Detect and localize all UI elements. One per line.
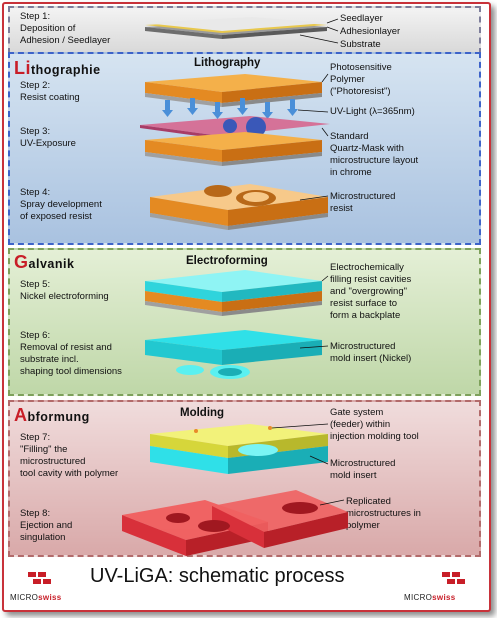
section-galvanik: Galvanik [14,252,74,273]
step3-label: Step 3: UV-Exposure [20,126,76,149]
electroforming-note: Electrochemically filling resist cavitie… [330,262,412,321]
mold-insert-note: Microstructured mold insert (Nickel) [330,341,412,364]
section-letter-a: A [14,405,28,425]
photoresist-note: Photosensitive Polymer ("Photoresist") [330,62,392,97]
step5-label: Step 5: Nickel electroforming [20,279,109,302]
replicated-note: Replicated microstructures in polymer [346,496,421,531]
figure-title: UV-LiGA: schematic process [90,565,345,587]
logo-text-left: MICROswiss [10,593,61,602]
section-abformung: Abformung [14,405,90,426]
adhesionlayer-label: Adhesionlayer [340,26,401,37]
logo-mark-left [28,572,51,584]
step7-label: Step 7: "Filling" the microstructured to… [20,432,119,479]
substrate-label: Substrate [340,39,381,50]
logo-left-b: swiss [38,593,62,602]
section-lithographie: Lithographie [14,58,101,79]
step6-label: Step 6: Removal of resist and substrate … [20,330,122,377]
logo-right-b: swiss [432,593,456,602]
step8-label: Step 8: Ejection and singulation [20,508,73,543]
uv-light-note: UV-Light (λ=365nm) [330,106,415,117]
section-letter-li: Li [14,58,31,78]
seedlayer-label: Seedlayer [340,13,383,24]
section-letter-g: G [14,252,29,272]
section-rest-lith: thographie [31,63,101,77]
microswiss-logo-right: MICROswiss [404,568,474,602]
section-rest-abf: bformung [27,410,90,424]
mold-insert-note-2: Microstructured mold insert [330,458,396,481]
logo-right-a: MICRO [404,593,433,602]
gate-system-note: Gate system (feeder) within injection mo… [330,407,419,442]
section-rest-galv: alvanik [28,257,75,271]
logo-left-a: MICRO [10,593,39,602]
microstructured-resist-note: Microstructured resist [330,191,396,214]
logo-text-right: MICROswiss [404,593,455,602]
header-lithography: Lithography [194,57,261,69]
microswiss-logo-left: MICROswiss [10,568,80,602]
mask-note: Standard Quartz-Mask with microstructure… [330,131,419,178]
logo-mark-right [442,572,465,584]
step2-label: Step 2: Resist coating [20,80,80,103]
header-electroforming: Electroforming [186,255,268,267]
step1-label: Step 1: Deposition of Adhesion / Seedlay… [20,11,111,46]
header-molding: Molding [180,407,225,419]
step4-label: Step 4: Spray development of exposed res… [20,187,102,222]
